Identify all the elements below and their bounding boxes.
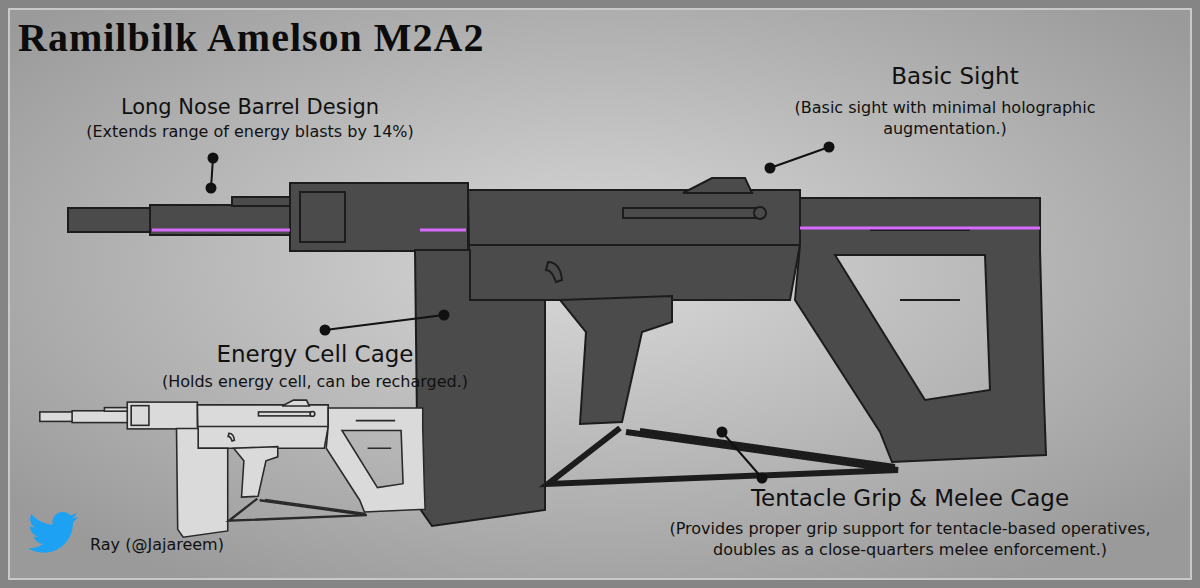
weapon-thumbnail [40, 400, 425, 537]
credit: Ray (@Jajareem) [87, 535, 227, 556]
part-note: (Extends range of energy blasts by 14%) [20, 122, 480, 143]
part-note: (Basic sight with minimal holographic au… [755, 98, 1135, 140]
title: Ramilbilk Amelson M2A2 [18, 14, 484, 61]
leader-lines [207, 143, 834, 483]
part-name: Tentacle Grip & Melee Cage [670, 484, 1150, 514]
panel [9, 9, 1191, 579]
part-note: (Provides proper grip support for tentac… [640, 519, 1180, 561]
twitter-logo [28, 512, 78, 553]
part-note: (Holds energy cell, can be recharged.) [105, 372, 525, 393]
part-name: Long Nose Barrel Design [40, 94, 460, 121]
part-name: Basic Sight [775, 62, 1135, 92]
part-name: Energy Cell Cage [135, 340, 495, 370]
energy-stripe [152, 228, 1040, 230]
